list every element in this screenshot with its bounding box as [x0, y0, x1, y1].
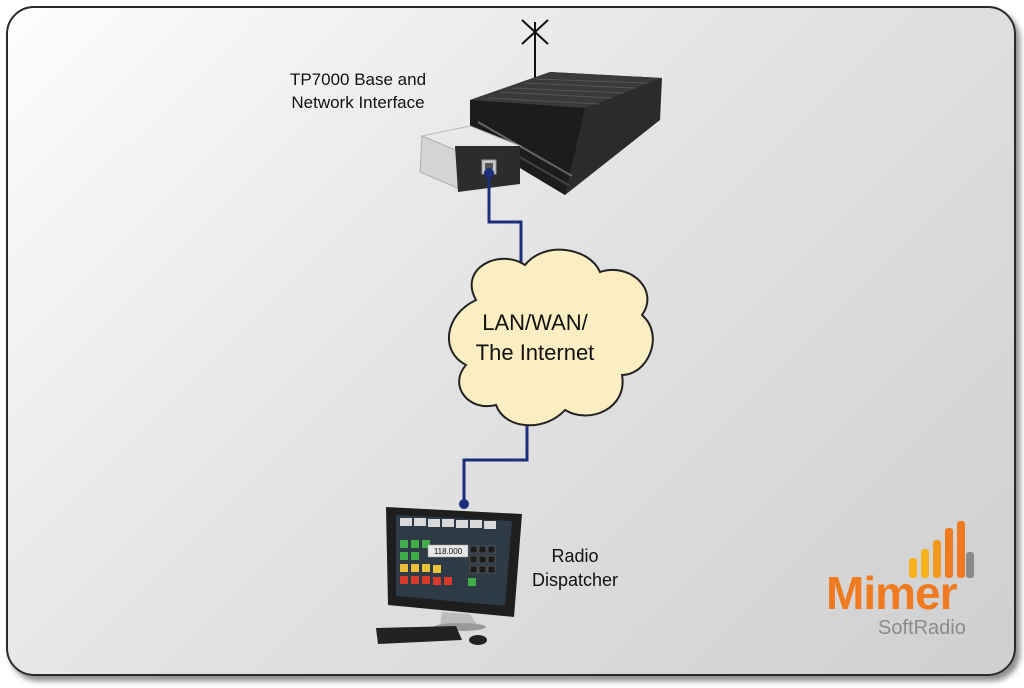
cable-node-base: [484, 168, 494, 178]
antenna-icon: [521, 19, 549, 82]
mimer-softradio-logo: Mimer SoftRadio: [820, 516, 990, 646]
dispatcher-label-line2: Dispatcher: [531, 570, 619, 590]
base-label-line2: Network Interface: [291, 93, 425, 112]
cable-base-to-network: [487, 173, 523, 268]
network-cloud-label: LAN/WAN/ The Internet: [455, 308, 615, 368]
mouse: [469, 635, 487, 645]
network-label-line1: LAN/WAN/: [482, 310, 588, 335]
dispatcher-workstation: 118.000: [376, 507, 522, 645]
cable-network-to-dispatcher: [462, 412, 529, 504]
base-station-label: TP7000 Base and Network Interface: [268, 68, 448, 114]
mimer-logo-bars: [909, 521, 974, 578]
network-interface-box: [419, 125, 522, 192]
brand-subtitle: SoftRadio: [878, 617, 966, 639]
base-label-line1: TP7000 Base and: [289, 70, 427, 89]
cable-node-dispatcher: [459, 499, 469, 509]
network-label-line2: The Internet: [475, 340, 595, 365]
dispatcher-screen-frequency: 118.000: [434, 547, 463, 556]
dispatcher-label: Radio Dispatcher: [515, 544, 635, 592]
keyboard: [376, 626, 462, 644]
network-cloud: [447, 248, 654, 427]
brand-name: Mimer: [826, 567, 957, 619]
dispatcher-label-line1: Radio: [551, 546, 599, 566]
